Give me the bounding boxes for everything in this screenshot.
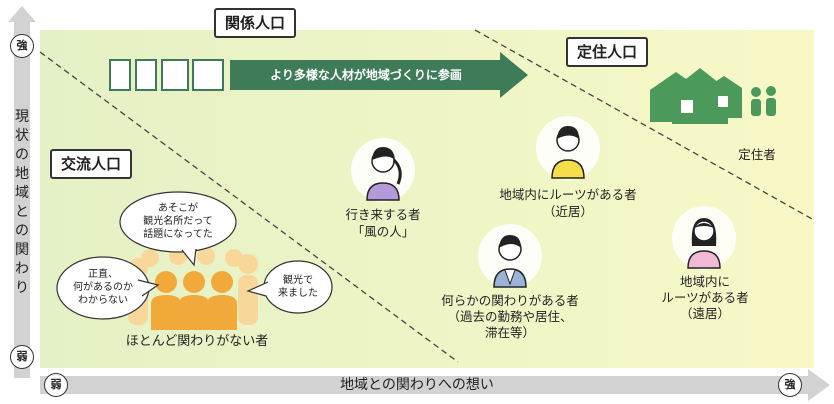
person-roots-near-icon xyxy=(536,116,600,180)
roots-far-caption-line1: 地域内に xyxy=(679,274,730,289)
roots-far-caption-line2: ルーツがある者 xyxy=(661,290,749,305)
kakawari-caption-line3: 滞在等） xyxy=(484,325,535,340)
y-axis-title: 現状の地域との関わり xyxy=(15,109,29,296)
person-ikiki-icon xyxy=(351,138,415,202)
teiju-jinko-label: 定住人口 xyxy=(566,37,649,67)
speech-bubble-left xyxy=(56,256,160,320)
x-axis-title: 地域との関わりへの想い xyxy=(340,377,494,393)
y-axis-strong-label: 強 xyxy=(10,34,34,58)
bubble-left-text: 正直、 何があるのか わからない xyxy=(59,268,147,307)
kakawari-caption: 何らかの関わりがある者 （過去の勤務や居住、 滞在等） xyxy=(425,293,595,341)
kakawari-caption-line2: （過去の勤務や居住、 xyxy=(447,309,573,324)
roots-near-caption: 地域内にルーツがある者 （近居） xyxy=(483,186,653,220)
bubble-top-text: あそこが 観光名所だって 話題になってた xyxy=(124,202,232,241)
x-axis-arrowhead xyxy=(808,369,830,401)
koryu-jinko-label: 交流人口 xyxy=(50,149,133,179)
teiju-boundary xyxy=(474,29,815,221)
houses-icon xyxy=(650,68,776,124)
person-kakawari-icon xyxy=(478,224,542,288)
bubble-top-line3: 話題になってた xyxy=(143,229,213,240)
y-axis-weak-label: 弱 xyxy=(10,345,34,369)
bubble-left-line1: 正直、 xyxy=(88,269,118,280)
bubble-top-line1: あそこが xyxy=(158,203,198,214)
bubble-left-line3: わからない xyxy=(78,295,128,306)
speech-bubble-right xyxy=(246,260,333,314)
speech-bubble-top xyxy=(119,191,237,267)
bubble-right-line2: 来ました xyxy=(278,288,318,299)
ikiki-caption-line1: 行き来する者 xyxy=(345,207,421,222)
participation-arrow-text: より多様な人材が地域づくりに参画 xyxy=(270,68,462,82)
bubble-right-line1: 観光で xyxy=(283,275,313,286)
teijusha-caption: 定住者 xyxy=(738,147,776,162)
ikiki-caption: 行き来する者 「風の人」 xyxy=(323,206,443,240)
roots-far-caption-line3: （遠居） xyxy=(679,306,730,321)
bubble-top-line2: 観光名所だって xyxy=(143,216,213,227)
bubble-left-line2: 何があるのか xyxy=(73,282,133,293)
bubble-right-text: 観光で 来ました xyxy=(266,274,330,300)
x-axis-strong-label: 強 xyxy=(778,373,802,397)
y-axis-arrowhead xyxy=(8,6,36,22)
y-axis-bar xyxy=(14,22,30,378)
ikiki-caption-line2: 「風の人」 xyxy=(351,224,415,239)
roots-far-caption: 地域内に ルーツがある者 （遠居） xyxy=(640,274,770,322)
crowd-caption: ほとんど関わりがない者 xyxy=(125,334,269,349)
roots-near-caption-line2: （近居） xyxy=(542,204,593,219)
participation-arrow xyxy=(109,52,528,98)
x-axis-bar xyxy=(40,376,810,394)
kankei-jinko-label: 関係人口 xyxy=(214,8,297,38)
x-axis-weak-label: 弱 xyxy=(44,373,68,397)
kakawari-caption-line1: 何らかの関わりがある者 xyxy=(441,293,579,308)
person-roots-far-icon xyxy=(672,206,736,270)
roots-near-caption-line1: 地域内にルーツがある者 xyxy=(499,187,637,202)
crowd-icon xyxy=(128,247,258,330)
koryu-boundary xyxy=(39,51,459,363)
